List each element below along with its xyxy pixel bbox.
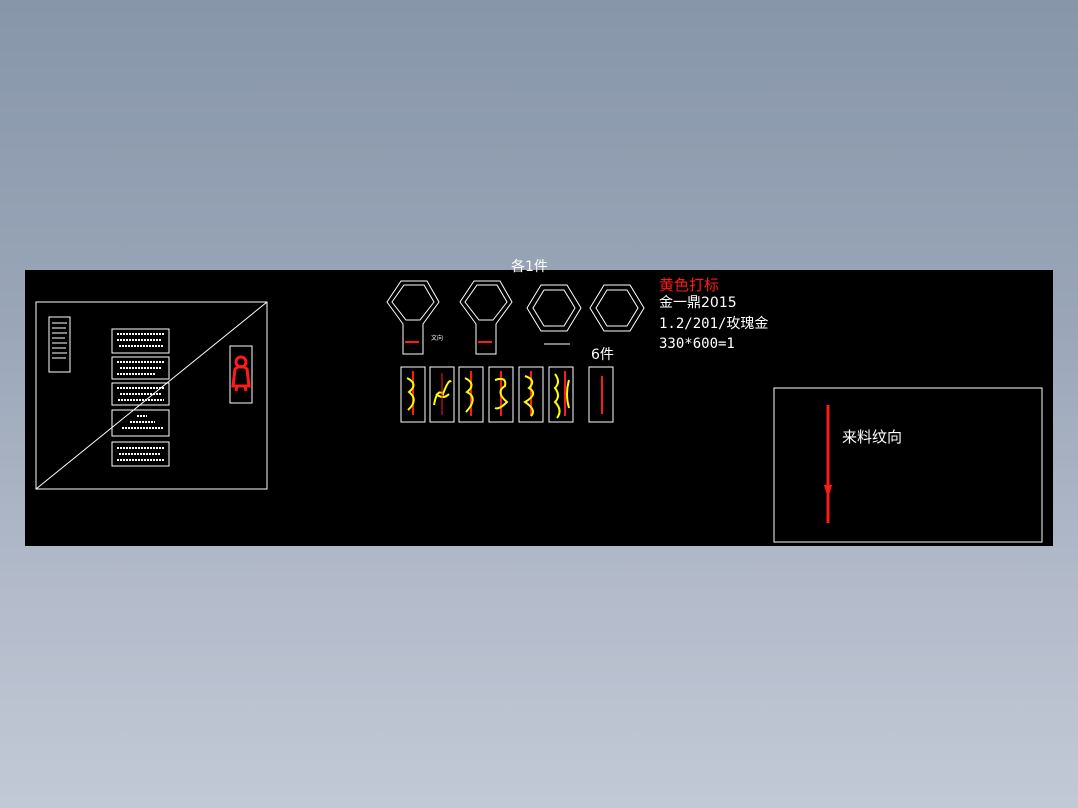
tag-part-6[interactable] — [548, 366, 574, 423]
tag-part-4[interactable] — [488, 366, 514, 423]
tag-part-2[interactable] — [429, 366, 455, 423]
cad-drawing-canvas[interactable]: 各1件 6件 文向 黄色打标 金一鼎2015 1.2/201/玫瑰金 330*6… — [25, 260, 1053, 546]
grain-direction-label: 来料纹向 — [842, 428, 903, 446]
hex-stem-part-2[interactable] — [459, 280, 513, 355]
tag-part-1[interactable] — [400, 366, 426, 423]
note-line-4: 330*600=1 — [659, 336, 735, 352]
tag-part-3[interactable] — [458, 366, 484, 423]
note-line-3: 1.2/201/玫瑰金 — [659, 316, 769, 332]
cad-geometry — [35, 280, 1043, 543]
small-grain-label: 文向 — [431, 335, 444, 342]
grain-direction-box[interactable] — [773, 387, 1043, 543]
count-six-label: 6件 — [591, 347, 614, 363]
note-line-2: 金一鼎2015 — [659, 295, 737, 311]
tag-part-blank[interactable] — [588, 366, 614, 423]
hex-ring-1[interactable] — [526, 284, 582, 345]
left-sheet-panel[interactable] — [35, 301, 268, 490]
note-line-1: 黄色打标 — [659, 276, 720, 294]
hex-stem-part-1[interactable] — [386, 280, 440, 355]
hex-ring-2[interactable] — [589, 284, 645, 332]
count-each-label: 各1件 — [511, 259, 548, 275]
tag-part-5[interactable] — [518, 366, 544, 423]
